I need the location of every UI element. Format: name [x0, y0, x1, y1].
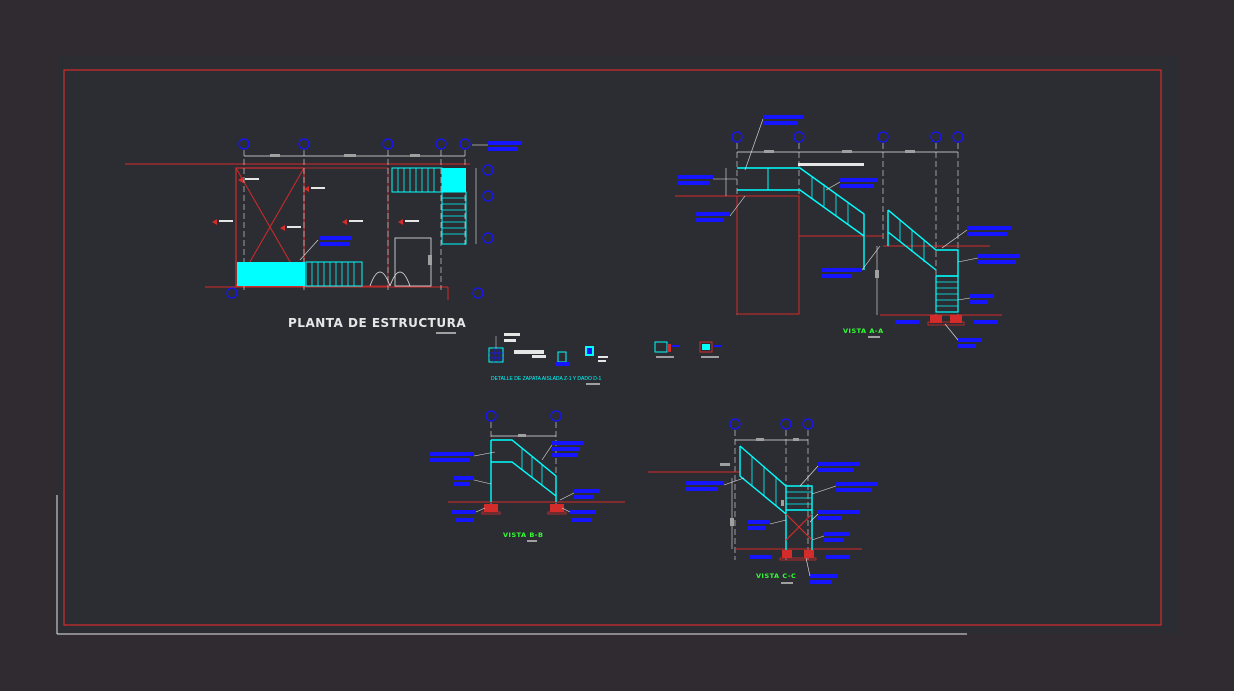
sheet-border [63, 69, 1162, 626]
drawing-sheet [57, 56, 1178, 634]
view-a-title: VISTA A-A [843, 327, 884, 335]
view-a-a: VISTA A-A [675, 115, 1020, 348]
footing-detail-title: DETALLE DE ZAPATA AISLADA Z-1 Y DADO D-1 [491, 376, 602, 382]
view-c-title: VISTA C-C [756, 572, 796, 580]
small-details [654, 341, 722, 358]
view-b-title: VISTA B-B [503, 531, 543, 539]
plan-title: PLANTA DE ESTRUCTURA [288, 316, 466, 330]
footing-detail: DETALLE DE ZAPATA AISLADA Z-1 Y DADO D-1 [488, 333, 608, 385]
plan-view: PLANTA DE ESTRUCTURA [125, 138, 522, 334]
view-b-b: VISTA B-B [430, 410, 625, 542]
view-c-c: VISTA C-C [648, 418, 878, 584]
